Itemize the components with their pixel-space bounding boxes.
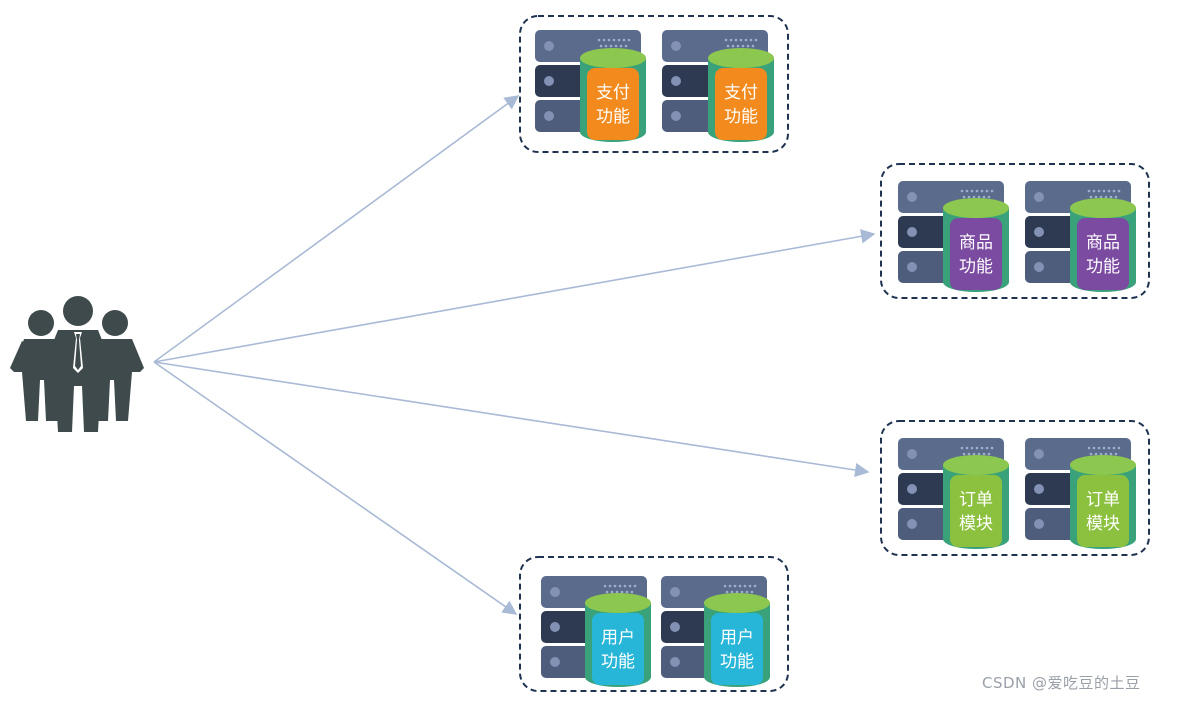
- module-label: 支付功能: [724, 83, 758, 127]
- database-cylinder-order: 订单模块: [943, 455, 1009, 549]
- group-border: [880, 420, 1150, 556]
- group-order: 订单模块 订单模块: [880, 420, 1150, 556]
- module-label: 订单模块: [1086, 490, 1120, 534]
- database-cylinder-user: 用户功能: [704, 593, 770, 687]
- group-border: [519, 556, 789, 692]
- module-tile: [711, 613, 763, 685]
- group-border: [519, 15, 789, 153]
- module-tile: [592, 613, 644, 685]
- group-border: [880, 163, 1150, 299]
- group-payment: 支付功能 支付功能: [519, 15, 789, 153]
- users-group-icon: [10, 296, 144, 432]
- database-cylinder-payment: 支付功能: [580, 48, 646, 142]
- module-tile: [950, 475, 1002, 547]
- database-cylinder-payment: 支付功能: [708, 48, 774, 142]
- connector-arrow-order: [153, 361, 870, 478]
- connector-arrow-user: [153, 361, 518, 615]
- module-label: 用户功能: [720, 628, 754, 672]
- module-label: 支付功能: [596, 83, 630, 127]
- database-cylinder-product: 商品功能: [1070, 198, 1136, 292]
- module-label: 商品功能: [959, 233, 993, 277]
- module-tile: [715, 68, 767, 140]
- group-user: 用户功能 用户功能: [519, 556, 789, 692]
- database-cylinder-product: 商品功能: [943, 198, 1009, 292]
- group-product: 商品功能 商品功能: [880, 163, 1150, 299]
- database-cylinder-user: 用户功能: [585, 593, 651, 687]
- watermark: CSDN @爱吃豆的土豆: [982, 674, 1141, 692]
- module-tile: [1077, 218, 1129, 290]
- connector-arrow-product: [153, 229, 876, 363]
- module-tile: [950, 218, 1002, 290]
- connectors: [153, 95, 876, 615]
- module-tile: [1077, 475, 1129, 547]
- database-cylinder-order: 订单模块: [1070, 455, 1136, 549]
- module-label: 商品功能: [1086, 233, 1120, 277]
- module-tile: [587, 68, 639, 140]
- module-label: 订单模块: [959, 490, 993, 534]
- module-label: 用户功能: [601, 628, 635, 672]
- connector-arrow-payment: [153, 95, 520, 363]
